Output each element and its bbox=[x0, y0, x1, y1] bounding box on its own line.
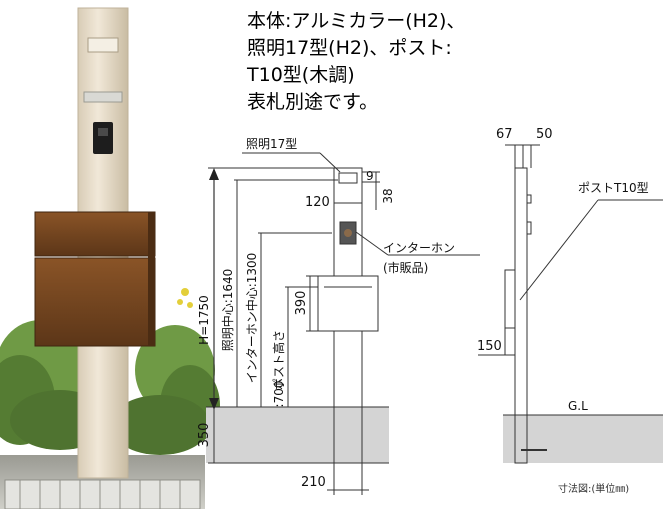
light-fixture bbox=[87, 37, 119, 53]
front-elevation bbox=[206, 152, 480, 495]
side-elevation bbox=[478, 144, 663, 464]
description-line-4: 表札別途です。 bbox=[247, 91, 379, 113]
post-height-label: ポスト高さ bbox=[271, 330, 286, 390]
intercom-unit bbox=[93, 122, 113, 154]
dim-120: 120 bbox=[305, 195, 330, 210]
height-total-label: H=1750 bbox=[197, 295, 211, 345]
intercom-label: インターホン bbox=[383, 241, 455, 255]
dim-67: 67 bbox=[496, 127, 513, 142]
side-ground-area bbox=[503, 415, 663, 463]
foliage bbox=[0, 288, 220, 455]
post-height-value: :700 bbox=[272, 381, 286, 408]
edging bbox=[4, 479, 201, 509]
front-mailbox bbox=[317, 275, 379, 332]
post-model-label: ポストT10型 bbox=[578, 181, 649, 195]
gl-label: G.L bbox=[568, 399, 588, 413]
dim-38: 38 bbox=[381, 188, 395, 203]
product-photo bbox=[0, 0, 220, 509]
description-line-3: T10型(木調) bbox=[247, 64, 355, 86]
intercom-center-label: インターホン中心:1300 bbox=[244, 253, 259, 384]
intercom-note-label: (市販品) bbox=[383, 260, 428, 275]
dim-50: 50 bbox=[536, 127, 553, 142]
mailbox bbox=[34, 211, 156, 347]
dim-210: 210 bbox=[301, 475, 326, 490]
nameplate bbox=[83, 91, 123, 103]
dim-350: 350 bbox=[197, 423, 212, 448]
dim-9: 9 bbox=[366, 169, 374, 183]
side-mailbox bbox=[504, 269, 516, 329]
light-center-label: 照明中心:1640 bbox=[220, 269, 235, 352]
light-model-label: 照明17型 bbox=[246, 137, 297, 151]
dim-150: 150 bbox=[477, 339, 502, 354]
description-line-1: 本体:アルミカラー(H2)、 bbox=[247, 10, 466, 32]
product-description: 本体:アルミカラー(H2)、 照明17型(H2)、ポスト: T10型(木調) 表… bbox=[247, 8, 577, 116]
description-line-2: 照明17型(H2)、ポスト: bbox=[247, 37, 452, 59]
dim-390: 390 bbox=[294, 291, 309, 316]
dimension-caption: 寸法図:(単位㎜) bbox=[558, 482, 629, 495]
